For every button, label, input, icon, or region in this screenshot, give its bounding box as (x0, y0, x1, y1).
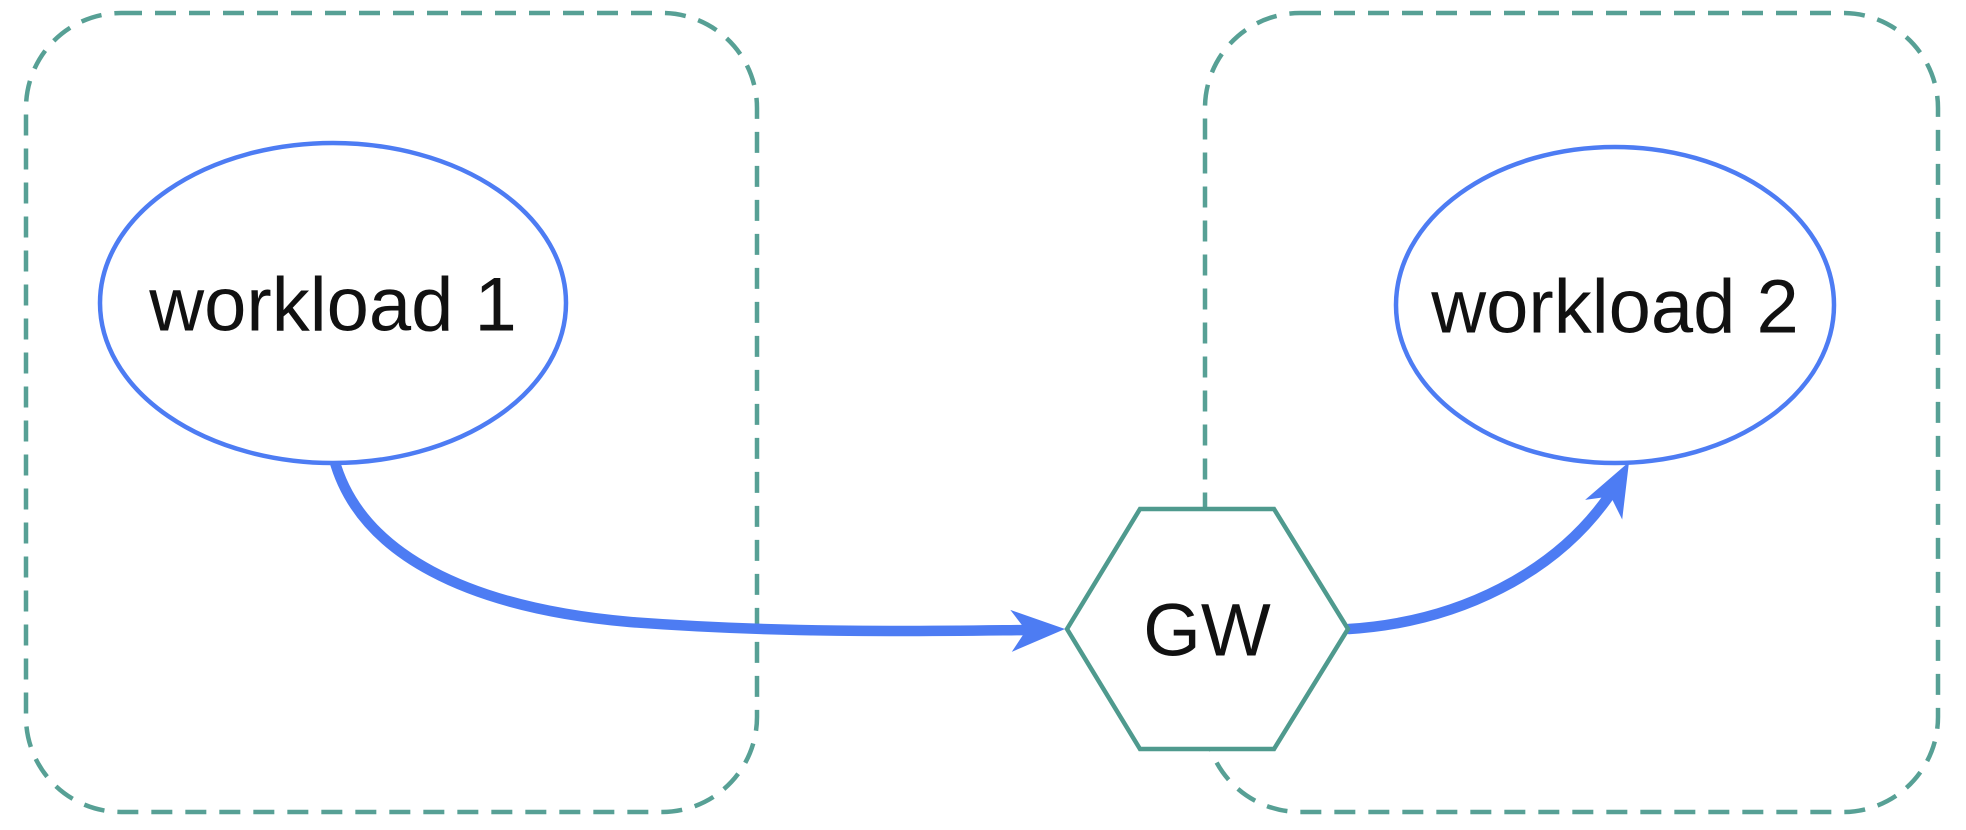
node-workload-2 (1393, 144, 1837, 466)
arrowhead-into-workload2-icon (1585, 462, 1629, 520)
arrowhead-into-gw-icon (1010, 609, 1065, 652)
zone-2-container (1202, 10, 1941, 815)
zone-1-container (23, 10, 760, 815)
gw-label: GW (1143, 589, 1271, 672)
node-gw-hexagon (1064, 506, 1351, 752)
edge-gw-to-workload2 (1343, 490, 1615, 635)
edge-workload1-to-gw (328, 453, 1034, 637)
workload-2-label: workload 2 (1430, 264, 1799, 349)
node-workload-1 (97, 140, 569, 466)
workload-1-label: workload 1 (148, 262, 517, 347)
